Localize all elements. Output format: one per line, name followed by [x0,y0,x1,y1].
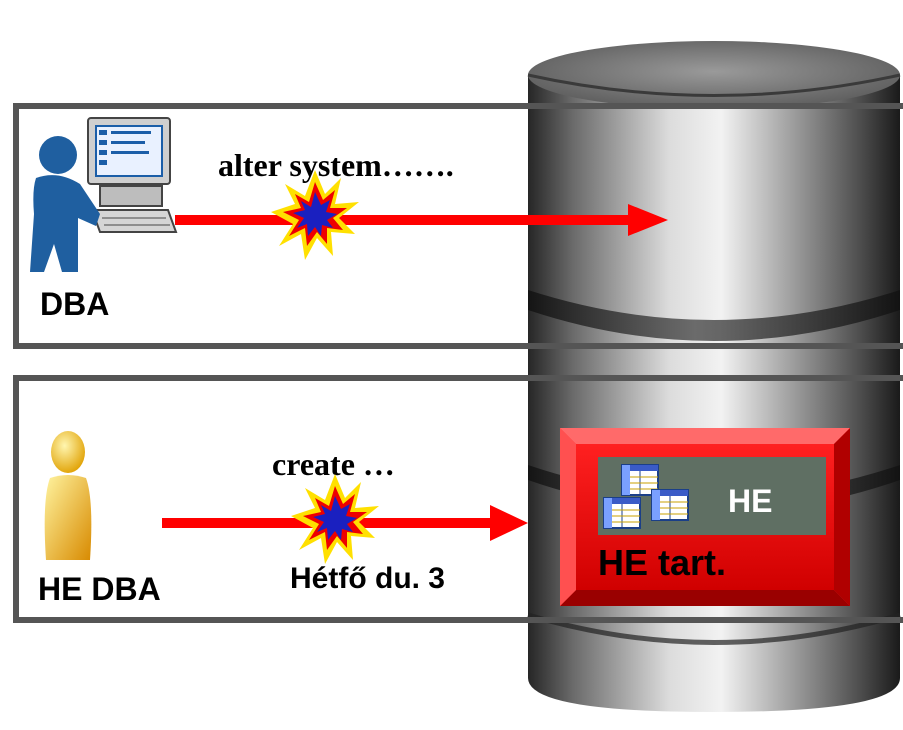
table-icon [651,489,689,521]
he-dba-label: HE DBA [38,571,161,607]
dba-label: DBA [40,286,109,322]
top-arrow-icon [175,204,668,236]
explosion-icon [291,474,379,564]
top-panel [13,103,903,349]
admin-computer-icon [30,117,178,272]
create-command: create … [272,446,395,482]
schema-label: HE [728,483,772,519]
explosion-icon [271,170,359,260]
alter-system-command: alter system……. [218,147,454,183]
table-icon [603,497,641,529]
tablespace-label: HE tart. [598,542,726,583]
bottom-panel [13,375,903,623]
time-note: Hétfő du. 3 [290,562,445,595]
user-icon [44,431,92,560]
